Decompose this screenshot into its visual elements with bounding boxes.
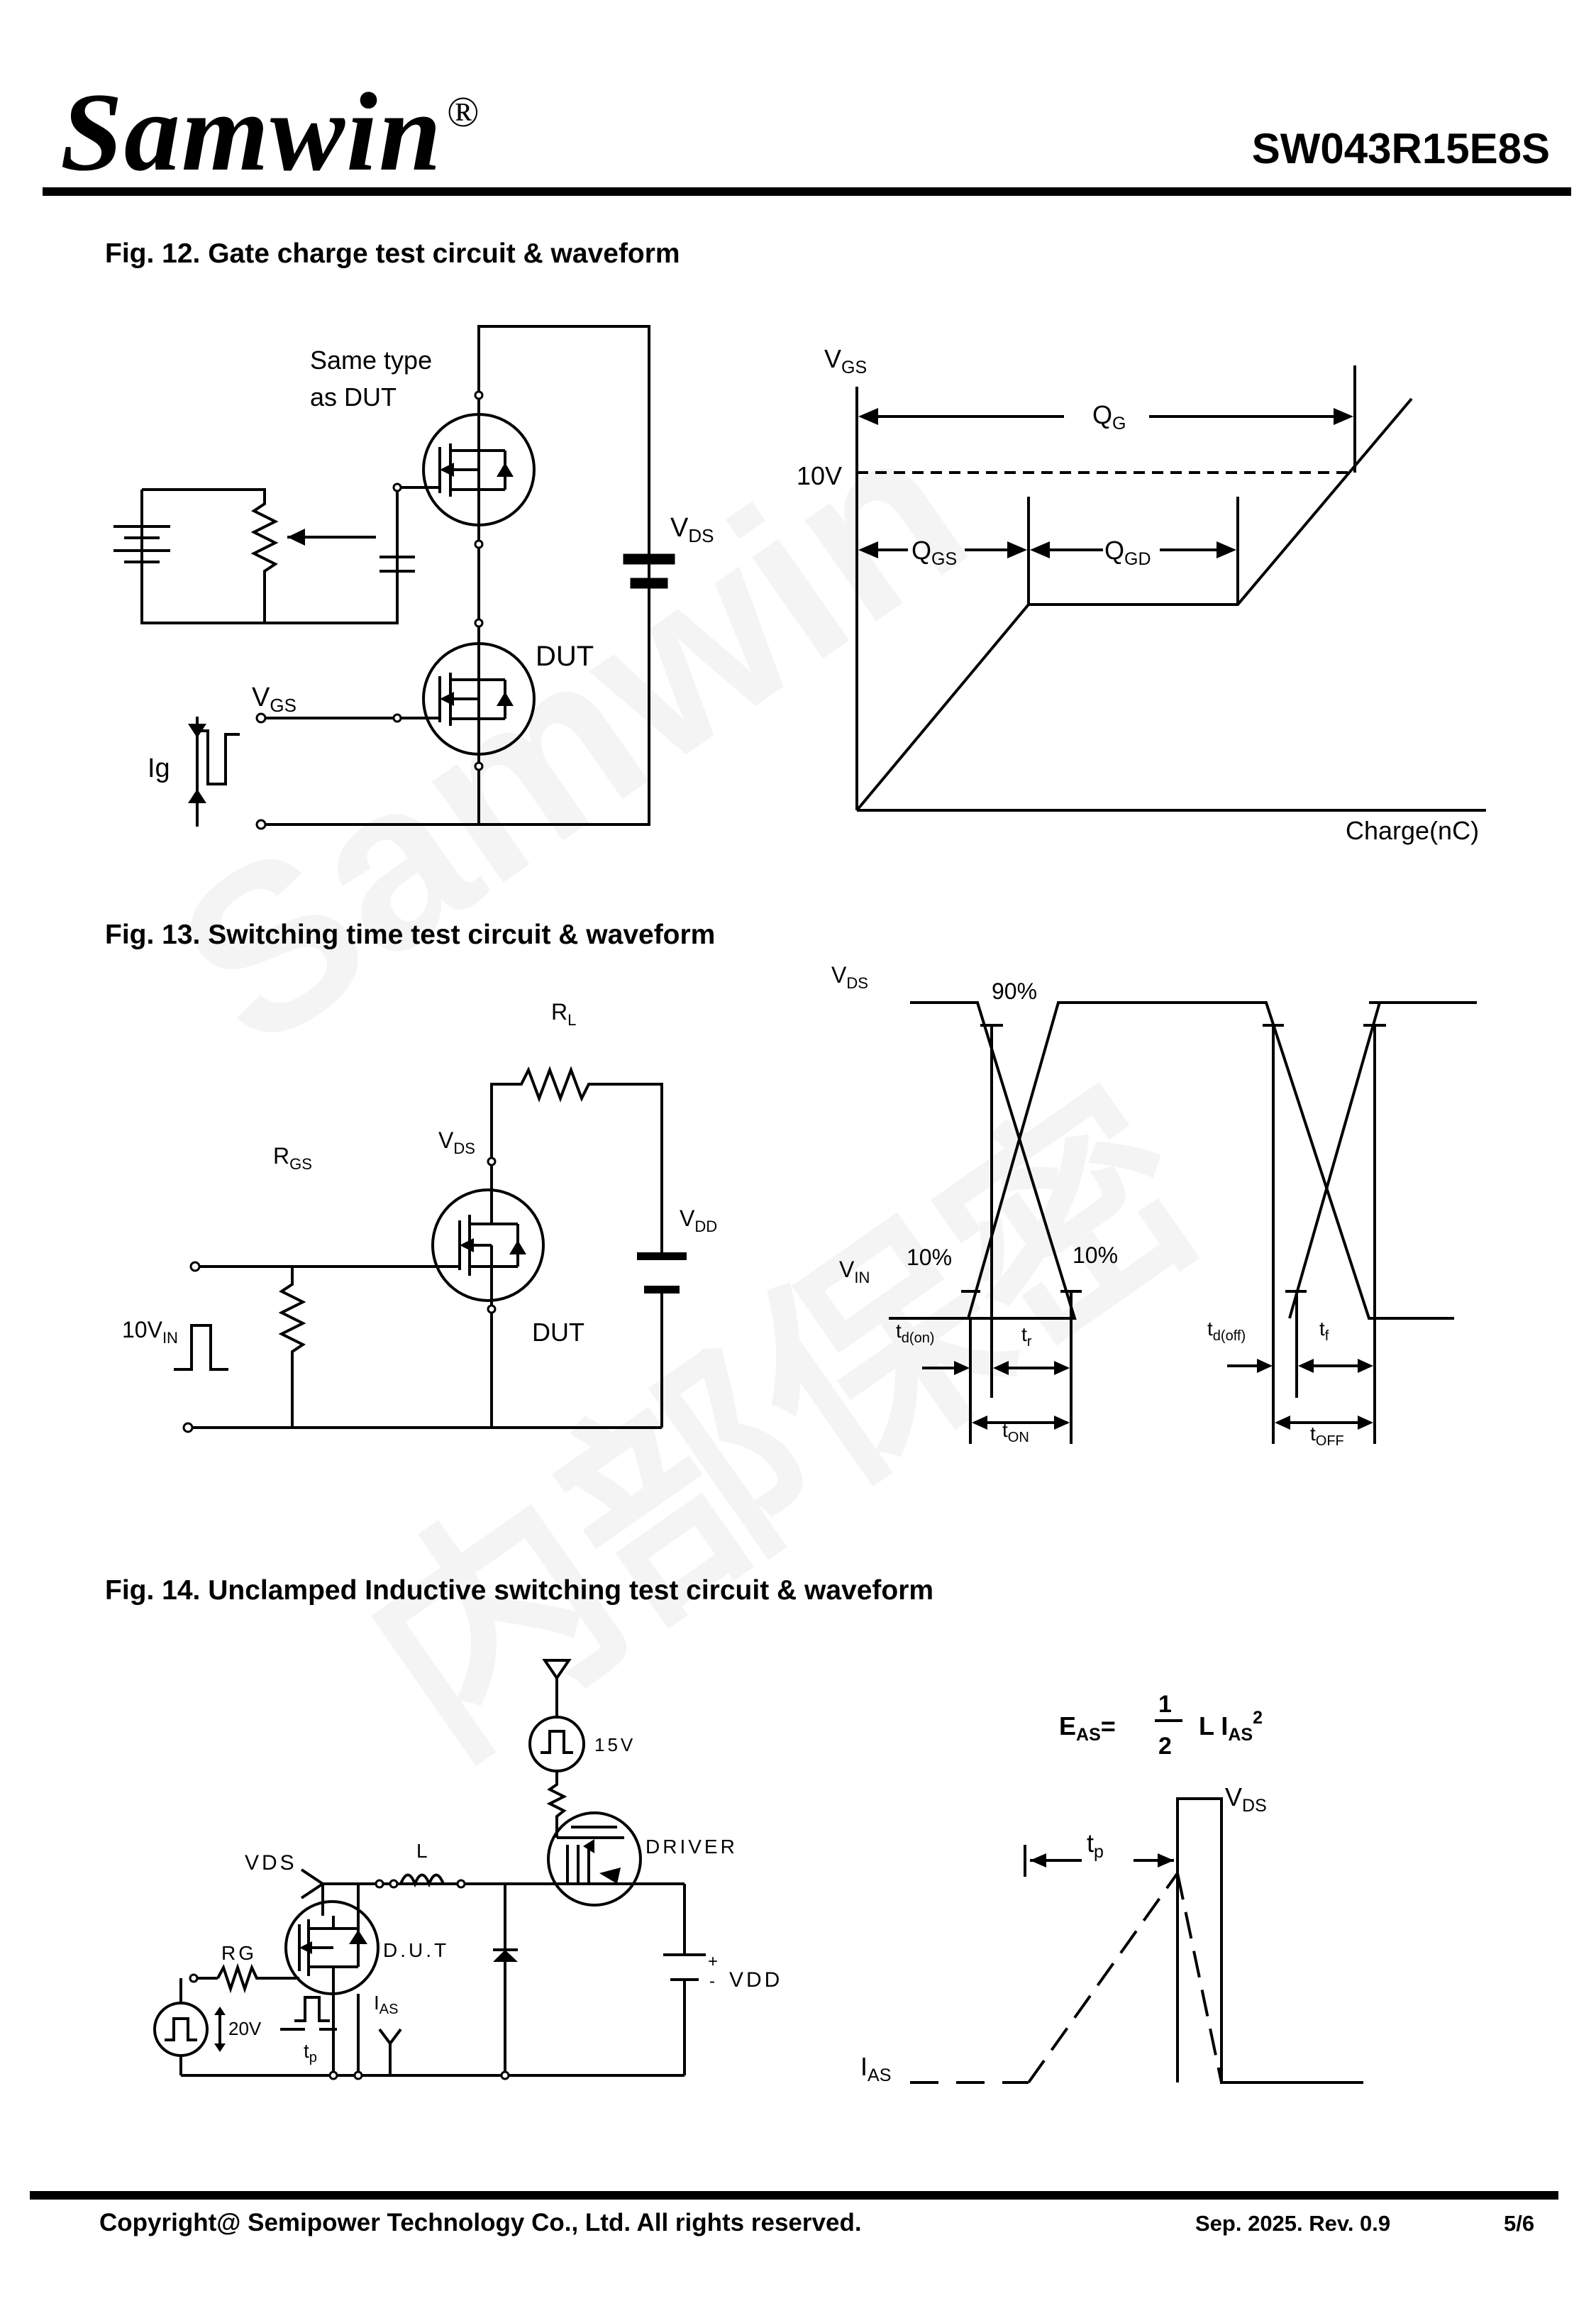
dut-label-2: DUT xyxy=(532,1318,584,1347)
fig13-title: Fig. 13. Switching time test circuit & w… xyxy=(105,920,716,950)
fig12-title: Fig. 12. Gate charge test circuit & wave… xyxy=(105,238,680,269)
svg-text:-: - xyxy=(709,1972,715,1991)
svg-text:L IAS2: L IAS2 xyxy=(1199,1708,1263,1745)
page-number: 5/6 xyxy=(1504,2211,1535,2236)
fig14-title: Fig. 14. Unclamped Inductive switching t… xyxy=(105,1575,934,1606)
fraction-numerator: 1 xyxy=(1158,1691,1172,1718)
svg-text:VDS: VDS xyxy=(670,513,714,546)
svg-text:QGD: QGD xyxy=(1104,536,1151,569)
svg-text:10VIN: 10VIN xyxy=(122,1317,178,1347)
driver-label: DRIVER xyxy=(645,1836,738,1858)
svg-text:VDS: VDS xyxy=(1225,1782,1267,1816)
same-type-label-1: Same type xyxy=(310,346,432,375)
svg-text:tp: tp xyxy=(1087,1828,1104,1862)
p90-label: 90% xyxy=(992,978,1037,1004)
svg-text:VGS: VGS xyxy=(252,683,297,716)
svg-text:tp: tp xyxy=(304,2040,317,2065)
svg-text:QGS: QGS xyxy=(911,536,957,569)
revision-text: Sep. 2025. Rev. 0.9 xyxy=(1195,2211,1391,2236)
svg-text:td(off): td(off) xyxy=(1207,1318,1246,1344)
svg-text:VIN: VIN xyxy=(839,1257,870,1286)
company-logo: Samwin® xyxy=(60,70,481,194)
svg-text:tON: tON xyxy=(1002,1419,1029,1445)
inductor-label: L xyxy=(416,1840,431,1862)
p10-left-label: 10% xyxy=(907,1245,952,1270)
same-type-label-2: as DUT xyxy=(310,382,397,412)
dut-label-3: D.U.T xyxy=(383,1939,449,1961)
v20-label: 20V xyxy=(228,2018,262,2039)
part-number: SW043R15E8S xyxy=(1251,125,1550,172)
svg-text:EAS=: EAS= xyxy=(1059,1711,1116,1745)
vdd-label: VDD xyxy=(729,1968,782,1992)
svg-text:+: + xyxy=(708,1952,718,1971)
fraction-denominator: 2 xyxy=(1158,1733,1172,1760)
svg-text:td(on): td(on) xyxy=(896,1320,934,1346)
svg-text:tOFF: tOFF xyxy=(1310,1423,1344,1449)
svg-text:RL: RL xyxy=(551,999,576,1029)
svg-text:VDD: VDD xyxy=(680,1206,717,1235)
svg-text:VDS: VDS xyxy=(438,1127,475,1157)
dut-label: DUT xyxy=(536,641,594,672)
svg-text:tf: tf xyxy=(1319,1318,1329,1344)
vds-label: VDS xyxy=(245,1851,297,1875)
svg-text:tr: tr xyxy=(1021,1323,1032,1350)
rg-label: RG xyxy=(221,1942,257,1964)
charge-axis-label: Charge(nC) xyxy=(1346,816,1479,845)
svg-text:VGS: VGS xyxy=(824,344,867,377)
svg-text:IAS: IAS xyxy=(374,1992,398,2017)
svg-text:VDS: VDS xyxy=(831,962,868,992)
header-rule xyxy=(43,187,1571,196)
copyright-text: Copyright@ Semipower Technology Co., Ltd… xyxy=(99,2209,862,2236)
p10-right-label: 10% xyxy=(1073,1242,1118,1268)
ig-label: Ig xyxy=(148,754,170,783)
10v-level-label: 10V xyxy=(797,461,842,490)
v15-label: 15V xyxy=(594,1734,636,1755)
footer-rule xyxy=(30,2191,1558,2200)
svg-text:QG: QG xyxy=(1092,400,1126,434)
svg-text:RGS: RGS xyxy=(273,1143,312,1173)
svg-text:IAS: IAS xyxy=(860,2052,891,2085)
